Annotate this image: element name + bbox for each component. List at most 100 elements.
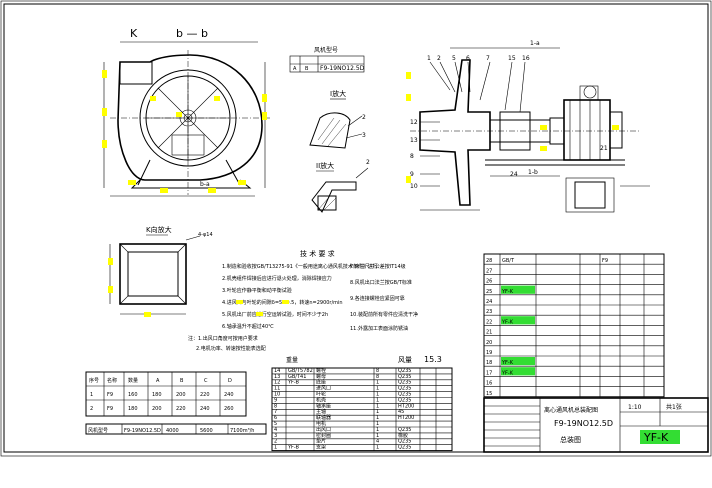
midParts-cell: 11 [274, 386, 280, 392]
blt-h4: B [180, 378, 184, 384]
midParts-cell: 主轴 [316, 408, 326, 415]
midParts-cell: 1 [274, 445, 277, 451]
midParts-cell: 4 [376, 439, 379, 445]
midParts-cell: 10 [274, 392, 280, 398]
rightParts-cell: 23 [486, 309, 492, 315]
blt-r1c6: 260 [224, 406, 234, 412]
midParts-cell: 12 [274, 380, 280, 386]
midParts-cell: GB/T41 [288, 374, 306, 380]
midParts-cell: 2 [274, 439, 277, 445]
rightParts-cell: 18 [486, 360, 492, 366]
midParts-cell: Q235 [398, 386, 411, 392]
blt-h3: A [156, 378, 160, 384]
midParts-cell: Q235 [398, 427, 411, 433]
strip-2: 4000 [166, 428, 179, 434]
callout-8: 8 [410, 153, 414, 160]
rightParts-cell: 28 [486, 258, 492, 264]
midParts-cell: HT200 [398, 415, 414, 421]
performance-line: 风量 15.3 重量 [286, 355, 442, 364]
rightParts-cell: 15 [486, 391, 492, 397]
midParts-cell: 4 [274, 427, 277, 433]
blt-r1c1: F9 [107, 406, 113, 412]
dim-b-a: b-a [200, 181, 210, 188]
tb-drawing-name: 总装图 [560, 435, 581, 444]
blt-r0c3: 180 [152, 392, 162, 398]
midParts-cell: 1 [376, 392, 379, 398]
blt-r1c5: 240 [200, 406, 210, 412]
rightParts-cell: 25 [486, 289, 492, 295]
tb-company: 离心通风机总装配图 [544, 406, 598, 414]
callout-6: 6 [466, 55, 470, 62]
callout-7: 7 [486, 55, 490, 62]
midParts-cell: 7 [274, 409, 277, 415]
code-highlight [501, 357, 535, 366]
note-1: 注：1.出风口角度可按用户要求 [188, 335, 258, 342]
midParts-cell: 1 [376, 380, 379, 386]
view-mark-k: K [130, 27, 138, 40]
midParts-cell: 底座 [316, 379, 326, 386]
model-cell-a: A [293, 66, 297, 72]
midParts-cell: 1 [376, 433, 379, 439]
tech-req-right-2: 8.风机出口法兰按GB/T标准 [350, 279, 412, 286]
section-label-bb: b — b [176, 27, 208, 40]
tech-req-right-4: 10.装配前所有零件应清洗干净 [350, 311, 418, 318]
callout-10: 10 [410, 183, 418, 190]
k-view-label: K向放大 [146, 225, 172, 234]
rightParts-cell: 16 [486, 381, 492, 387]
tb-scale: 1:10 [628, 404, 642, 411]
rightParts-cell: 21 [486, 330, 492, 336]
tech-req-line-5: 5.风机出厂前应进行空运转试验，时间不少于2h [222, 311, 328, 318]
callout-1: 1 [427, 55, 431, 62]
midParts-cell: 电机 [316, 420, 326, 427]
midParts-cell: GB/T5782 [288, 368, 313, 374]
midParts-cell: 1 [376, 445, 379, 451]
midParts-cell: Q235 [398, 380, 411, 386]
model-table-title: 风机型号 [314, 46, 338, 54]
midParts-cell: 机壳 [316, 396, 326, 403]
tech-req-line-1: 1.制造和验收按GB/T13275-91《一般用途离心通风机技术条件》进行 [222, 263, 378, 270]
rightParts-cell: YF-K [501, 370, 514, 376]
rightParts-cell: 19 [486, 350, 492, 356]
midParts-cell: 螺母 [316, 373, 326, 380]
main-view: K b — b b-a [102, 27, 270, 197]
midParts-cell: 1 [376, 397, 379, 403]
midParts-cell: 密封圈 [316, 432, 331, 439]
midParts-cell: 叶轮 [316, 391, 326, 398]
detail-II-callout-2: 2 [366, 159, 370, 166]
blt-r0c5: 220 [200, 392, 210, 398]
midParts-cell: 9 [274, 397, 277, 403]
callout-21: 21 [600, 145, 608, 152]
midParts-cell: YF-B [287, 445, 300, 451]
midParts-cell: 橡胶 [398, 432, 408, 439]
tb-model: F9-19NO12.5D [554, 419, 613, 428]
blt-r0c0: 1 [90, 392, 93, 398]
strip-1: F9-19NO12.5D [124, 428, 161, 434]
callout-24: 24 [510, 171, 518, 178]
frame-outer [0, 0, 712, 457]
midParts-cell: 1 [376, 386, 379, 392]
blt-r0c1: F9 [107, 392, 113, 398]
note-2: 2.电机功率、转速按性能表选配 [196, 345, 266, 352]
tech-req-right-1: 7.未注尺寸公差按IT14级 [350, 263, 406, 270]
midParts-cell: Q235 [398, 392, 411, 398]
detail-I-callout-3: 3 [362, 132, 366, 139]
perf-label: 风量 [398, 356, 412, 364]
tech-req-right-3: 9.各连接螺栓应紧固可靠 [350, 295, 405, 302]
midParts-cell: 支架 [316, 444, 326, 451]
rightParts-cell: YF-K [501, 289, 514, 295]
callout-16: 16 [522, 55, 530, 62]
drawing-frame [3, 3, 709, 453]
rightParts-cell: 17 [486, 370, 492, 376]
midParts-cell: 6 [274, 415, 277, 421]
midParts-cell: YF-B [287, 380, 300, 386]
midParts-cell: 垫片 [316, 438, 326, 445]
midParts-cell: Q235 [398, 445, 411, 451]
callout-13: 13 [410, 137, 418, 144]
weight-label: 重量 [286, 356, 298, 364]
model-cell-b: B [305, 66, 309, 72]
k-view: K向放大 4-φ14 [108, 225, 213, 317]
blt-h0: 序号 [89, 377, 99, 384]
midParts-cell: 13 [274, 374, 280, 380]
rightParts-cell: GB/T [502, 258, 515, 264]
